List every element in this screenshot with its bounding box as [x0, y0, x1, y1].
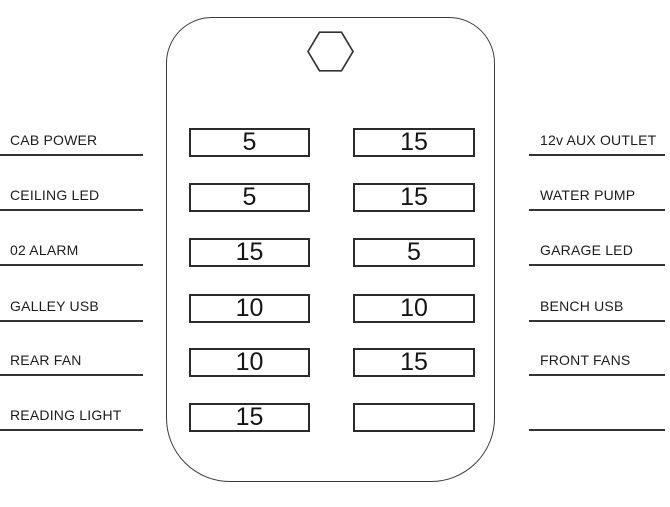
- left-circuit-label: READING LIGHT: [0, 403, 143, 431]
- fuse-amperage: 10: [400, 294, 428, 322]
- right-circuit-label: BENCH USB: [529, 294, 665, 322]
- right-circuit-label: [529, 403, 665, 431]
- left-circuit-label: GALLEY USB: [0, 294, 143, 322]
- fuse-row: GALLEY USB 10 10 BENCH USB: [0, 294, 670, 324]
- left-circuit-label: REAR FAN: [0, 348, 143, 376]
- circuit-label-text: READING LIGHT: [10, 407, 122, 423]
- fuse-row: READING LIGHT 15: [0, 403, 670, 433]
- hex-bolt-icon: [307, 31, 354, 72]
- left-circuit-label: CEILING LED: [0, 183, 143, 211]
- left-fuse-box: 5: [189, 128, 310, 157]
- left-circuit-label: 02 ALARM: [0, 238, 143, 266]
- fuse-amperage: 15: [235, 403, 264, 431]
- fuse-row: 02 ALARM 15 5 GARAGE LED: [0, 238, 670, 268]
- left-circuit-label: CAB POWER: [0, 128, 143, 156]
- fuse-amperage: 15: [235, 238, 264, 266]
- circuit-label-text: FRONT FANS: [540, 352, 631, 368]
- circuit-label-text: CEILING LED: [10, 187, 100, 203]
- right-fuse-box: 15: [353, 183, 475, 212]
- fuse-amperage: 15: [400, 183, 428, 211]
- circuit-label-text: 12v AUX OUTLET: [540, 132, 657, 148]
- right-fuse-box: 5: [353, 238, 475, 267]
- circuit-label-text: GALLEY USB: [10, 298, 99, 314]
- circuit-label-text: GARAGE LED: [540, 242, 634, 258]
- fuse-amperage: 5: [242, 128, 257, 156]
- fuse-row: CAB POWER 5 15 12v AUX OUTLET: [0, 128, 670, 158]
- fuse-amperage: 10: [235, 348, 264, 376]
- circuit-label-text: REAR FAN: [10, 352, 82, 368]
- circuit-label-text: WATER PUMP: [540, 187, 636, 203]
- circuit-label-text: 02 ALARM: [10, 242, 79, 258]
- left-fuse-box: 10: [189, 348, 310, 377]
- right-fuse-box: 10: [353, 294, 475, 323]
- fuse-amperage: 15: [400, 348, 428, 376]
- fuse-amperage: 5: [407, 238, 421, 266]
- fuse-amperage: 15: [400, 128, 428, 156]
- fuse-amperage: 10: [235, 294, 264, 322]
- right-fuse-box: [353, 403, 475, 432]
- fuse-amperage: 5: [242, 183, 257, 211]
- fuse-row: REAR FAN 10 15 FRONT FANS: [0, 348, 670, 378]
- fuse-row: CEILING LED 5 15 WATER PUMP: [0, 183, 670, 213]
- left-fuse-box: 5: [189, 183, 310, 212]
- right-circuit-label: WATER PUMP: [529, 183, 665, 211]
- left-fuse-box: 15: [189, 403, 310, 432]
- right-fuse-box: 15: [353, 128, 475, 157]
- right-circuit-label: FRONT FANS: [529, 348, 665, 376]
- circuit-label-text: BENCH USB: [540, 298, 624, 314]
- right-circuit-label: 12v AUX OUTLET: [529, 128, 665, 156]
- left-fuse-box: 10: [189, 294, 310, 323]
- circuit-label-text: CAB POWER: [10, 132, 98, 148]
- right-fuse-box: 15: [353, 348, 475, 377]
- left-fuse-box: 15: [189, 238, 310, 267]
- right-circuit-label: GARAGE LED: [529, 238, 665, 266]
